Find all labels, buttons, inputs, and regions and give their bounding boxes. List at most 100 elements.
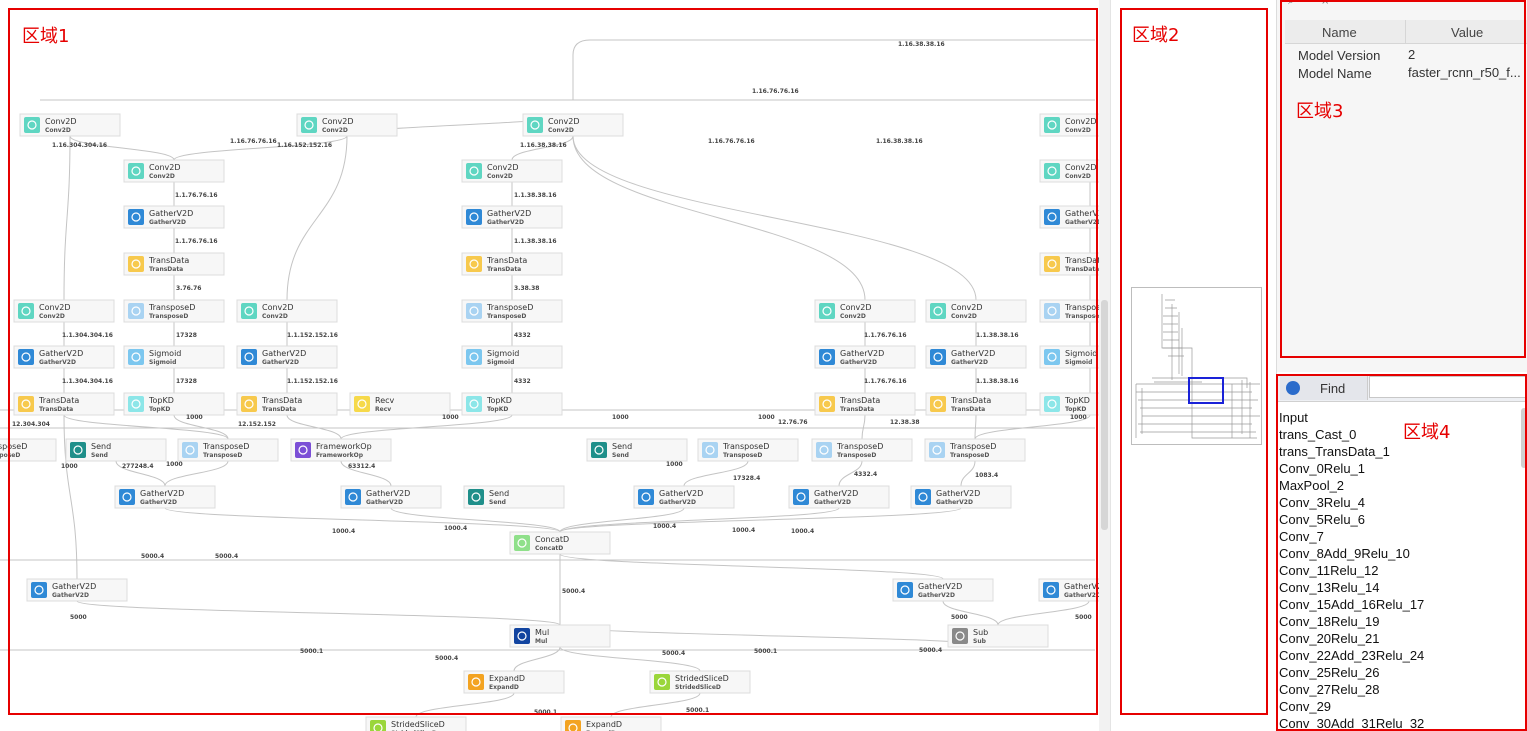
node-box[interactable] [236, 299, 338, 323]
find-tab[interactable]: Find [1280, 376, 1368, 400]
model-graph[interactable]: Conv2DConv2DConv2DConv2DConv2DConv2DConv… [0, 0, 1110, 731]
node-box[interactable] [509, 531, 611, 555]
node-box[interactable] [925, 392, 1027, 416]
node-box[interactable] [649, 670, 751, 694]
find-result-item[interactable]: Conv_8Add_9Relu_10 [1279, 546, 1410, 561]
find-result-item[interactable]: Conv_22Add_23Relu_24 [1279, 648, 1425, 663]
node-box[interactable] [123, 252, 225, 276]
node-box[interactable] [65, 438, 167, 462]
find-result-item[interactable]: Conv_11Relu_12 [1279, 563, 1379, 578]
node-box[interactable] [26, 578, 128, 602]
find-result-item[interactable]: Conv_13Relu_14 [1279, 580, 1380, 595]
find-result-item[interactable]: MaxPool_2 [1279, 478, 1345, 493]
node-box[interactable] [236, 392, 338, 416]
close-icon[interactable]: × [1321, 0, 1330, 7]
node-box[interactable] [349, 392, 451, 416]
node-box[interactable] [910, 485, 1012, 509]
node-box[interactable] [633, 485, 735, 509]
find-result-item[interactable]: trans_Cast_0 [1279, 427, 1357, 442]
find-input[interactable] [1369, 376, 1527, 398]
find-result-item[interactable]: Conv_7 [1279, 529, 1324, 544]
node-box[interactable] [123, 159, 225, 183]
find-result-item[interactable]: Conv_18Relu_19 [1279, 614, 1380, 629]
find-result-item[interactable]: Conv_15Add_16Relu_17 [1279, 597, 1425, 612]
node-box[interactable] [892, 578, 994, 602]
node-box[interactable] [19, 113, 121, 137]
find-result-item[interactable]: Conv_5Relu_6 [1279, 512, 1366, 527]
node-box[interactable] [13, 345, 115, 369]
minimap-viewport[interactable] [1188, 377, 1224, 404]
node-box[interactable] [814, 392, 916, 416]
find-result-item[interactable]: Conv_3Relu_4 [1279, 495, 1366, 510]
node-box[interactable] [947, 624, 1049, 648]
find-result-item[interactable]: Conv_27Relu_28 [1279, 682, 1380, 697]
node-box[interactable] [13, 299, 115, 323]
node-box[interactable] [236, 345, 338, 369]
node-box[interactable] [461, 159, 563, 183]
find-scrollbar[interactable] [1521, 408, 1527, 468]
node-box[interactable] [340, 485, 442, 509]
node-box[interactable] [811, 438, 913, 462]
node-box[interactable] [522, 113, 624, 137]
search-icon[interactable]: ⌕ [1288, 0, 1294, 7]
node-box[interactable] [123, 345, 225, 369]
node-box[interactable] [814, 299, 916, 323]
find-result-item[interactable]: Conv_25Relu_26 [1279, 665, 1380, 680]
find-result-item[interactable]: Input [1279, 410, 1308, 425]
node-box[interactable] [586, 438, 688, 462]
node-box[interactable] [924, 438, 1026, 462]
node-box[interactable] [463, 485, 565, 509]
node-box[interactable] [925, 345, 1027, 369]
node-box[interactable] [560, 716, 662, 731]
minimap[interactable] [1131, 287, 1262, 445]
node-box[interactable] [814, 345, 916, 369]
node-box[interactable] [461, 205, 563, 229]
node-box[interactable] [788, 485, 890, 509]
node-box[interactable] [463, 670, 565, 694]
scroll-thumb[interactable] [1101, 300, 1108, 530]
find-result-item[interactable]: Conv_20Relu_21 [1279, 631, 1380, 646]
node-box[interactable] [123, 205, 225, 229]
graph-scrollbar[interactable] [1099, 0, 1110, 731]
node-box[interactable] [0, 438, 57, 462]
node-box[interactable] [123, 392, 225, 416]
find-result-item[interactable]: trans_TransData_1 [1279, 444, 1390, 459]
